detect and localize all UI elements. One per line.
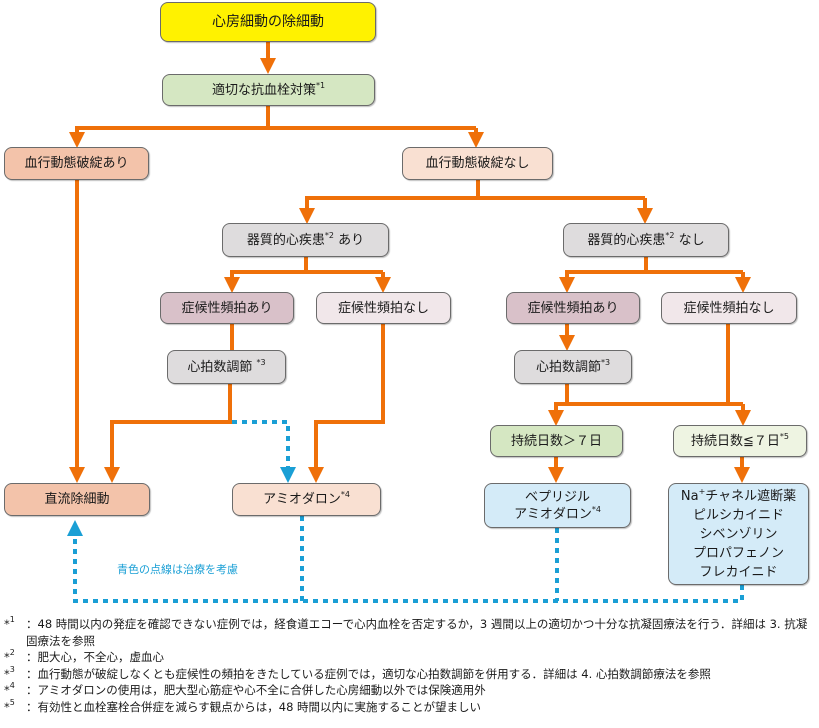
node-hemo-no: 血行動態破綻なし [402,147,553,180]
arrow-to-organic-yes [299,196,645,224]
node-hemo-yes: 血行動態破綻あり [4,147,149,180]
footnote-3: *3 ：血行動態が破綻しなくとも症候性の頻拍をきたしている症例では，適切な心拍数… [4,664,816,683]
node-dc-cardioversion: 直流除細動 [4,483,150,516]
node-tachy-no-left-text: 症候性頻拍なし [337,300,429,316]
footnote-ref-3: *3 [600,357,611,367]
arrow-rate-left-to-dc [104,384,232,483]
node-tachy-no-right: 症候性頻拍なし [661,292,797,324]
footnote-4: *4 ：アミオダロンの使用は，肥大型心筋症や心不全に合併した心房細動以外では保険… [4,682,816,699]
node-rate-control-left: 心拍数調節 *3 [167,350,286,384]
node-tachy-yes-left-text: 症候性頻拍あり [181,300,273,316]
node-tachy-yes-right: 症候性頻拍あり [506,292,640,324]
footnote-number: 3 [9,664,15,674]
node-antithrombotic: 適切な抗血栓対策*1 [162,74,375,106]
node-duration-gt7-text: 持続日数＞７日 [510,433,602,449]
node-bepridil-amiodarone: ベプリジル アミオダロン*4 [484,483,631,528]
node-tachy-yes-left: 症候性頻拍あり [160,292,294,324]
footnote-number: 5 [9,697,15,707]
node-organic-yes-text: 器質的心疾患 [246,232,325,248]
drug-cibenzoline: シベンゾリン [699,526,778,542]
dotted-rate-left-to-amiodarone [232,420,296,483]
footnote-ref-1: *1 [315,80,326,90]
node-duration-le7-text: 持続日数≦７日 [691,433,780,449]
node-duration-gt7: 持続日数＞７日 [490,425,623,457]
footnote-mark: * [4,650,10,664]
footnote-number: 2 [9,648,15,657]
node-rate-control-right-text: 心拍数調節 [535,359,601,375]
arrow-to-hemo-yes [69,126,476,148]
footnote-text: ：アミオダロンの使用は，肥大型心筋症や心不全に合併した心房細動以外では保険適用外 [26,683,486,697]
footnote-ref-4: *4 [340,490,350,499]
drug-flecainide: フレカイニド [699,564,778,580]
node-tachy-no-right-text: 症候性頻拍なし [683,300,775,316]
footnote-text: ：肥大心，不全心，虚血心 [26,650,164,664]
node-root: 心房細動の除細動 [160,2,376,42]
node-hemo-yes-text: 血行動態破綻あり [24,156,129,171]
node-amiodarone-text: アミオダロン [263,492,341,507]
footnote-mark: * [4,666,10,681]
drug-propafenone: プロパフェノン [692,545,784,561]
node-na-line1-pre: Na [680,488,699,504]
node-root-text: 心房細動の除細動 [212,13,324,30]
arrow-to-duration-gt7 [548,402,743,426]
node-tachy-yes-right-text: 症候性頻拍あり [527,300,619,316]
footnotes: *1 ：48 時間以内の発症を確認できない症例では，経食道エコーで心内血栓を否定… [4,616,816,715]
node-na-line1-post: チャネル遮断薬 [705,488,797,504]
arrow-to-tachy-yes-right [559,270,743,293]
footnote-number: 4 [9,681,15,690]
node-na-line1-sup: + [698,486,706,496]
footnote-mark: * [4,699,10,714]
footnote-number: 1 [9,615,15,624]
footnote-mark: * [4,683,10,697]
footnote-text: ：血行動態が破綻しなくとも症候性の頻拍をきたしている症例では，適切な心拍数調節を… [26,666,711,681]
node-organic-no: 器質的心疾患*2 なし [563,223,729,257]
footnote-ref-4: *4 [591,504,601,514]
node-rate-control-left-text: 心拍数調節 [187,359,253,375]
node-organic-no-suffix: なし [678,232,705,248]
node-dc-cardioversion-text: 直流除細動 [44,492,110,507]
node-na-channel-blockers: Na+チャネル遮断薬 ピルシカイニド シベンゾリン プロパフェノン フレカイニド [668,483,809,585]
node-organic-no-text: 器質的心疾患 [587,232,666,248]
node-tachy-no-left: 症候性頻拍なし [316,292,451,324]
node-antithrombotic-text: 適切な抗血栓対策 [211,82,316,98]
footnote-ref-2: *2 [665,230,675,240]
footnote-5: *5 ：有効性と血栓塞栓合併症を減らす観点からは，48 時間以内に実施することが… [4,697,816,716]
legend-note: 青色の点線は治療を考慮 [117,563,238,576]
node-organic-yes: 器質的心疾患*2 あり [222,223,389,257]
footnote-2: *2 ：肥大心，不全心，虚血心 [4,649,816,666]
drug-pilsicainide: ピルシカイニド [692,507,784,523]
arrow-tachy-no-left-to-amiodarone [308,324,385,483]
footnote-ref-3: *3 [256,357,266,367]
footnote-1: *1 ：48 時間以内の発症を確認できない症例では，経食道エコーで心内血栓を否定… [4,616,816,649]
node-bepridil-line1: ベプリジル [524,489,590,505]
node-hemo-no-text: 血行動態破綻なし [425,156,530,171]
node-duration-le7: 持続日数≦７日*5 [673,425,807,457]
node-rate-control-right: 心拍数調節*3 [514,350,632,384]
footnote-mark: * [4,617,10,631]
footnote-text: ：有効性と血栓塞栓合併症を減らす観点からは，48 時間以内に実施することが望まし… [26,699,482,714]
node-amiodarone: アミオダロン*4 [232,483,381,516]
node-organic-yes-suffix: あり [338,232,365,248]
footnote-ref-2: *2 [324,230,334,240]
footnote-ref-5: *5 [779,431,789,441]
footnote-text: ：48 時間以内の発症を確認できない症例では，経食道エコーで心内血栓を否定するか… [26,617,808,648]
node-bepridil-line2: アミオダロン [514,506,592,522]
arrow-to-tachy-yes-left [224,270,383,293]
